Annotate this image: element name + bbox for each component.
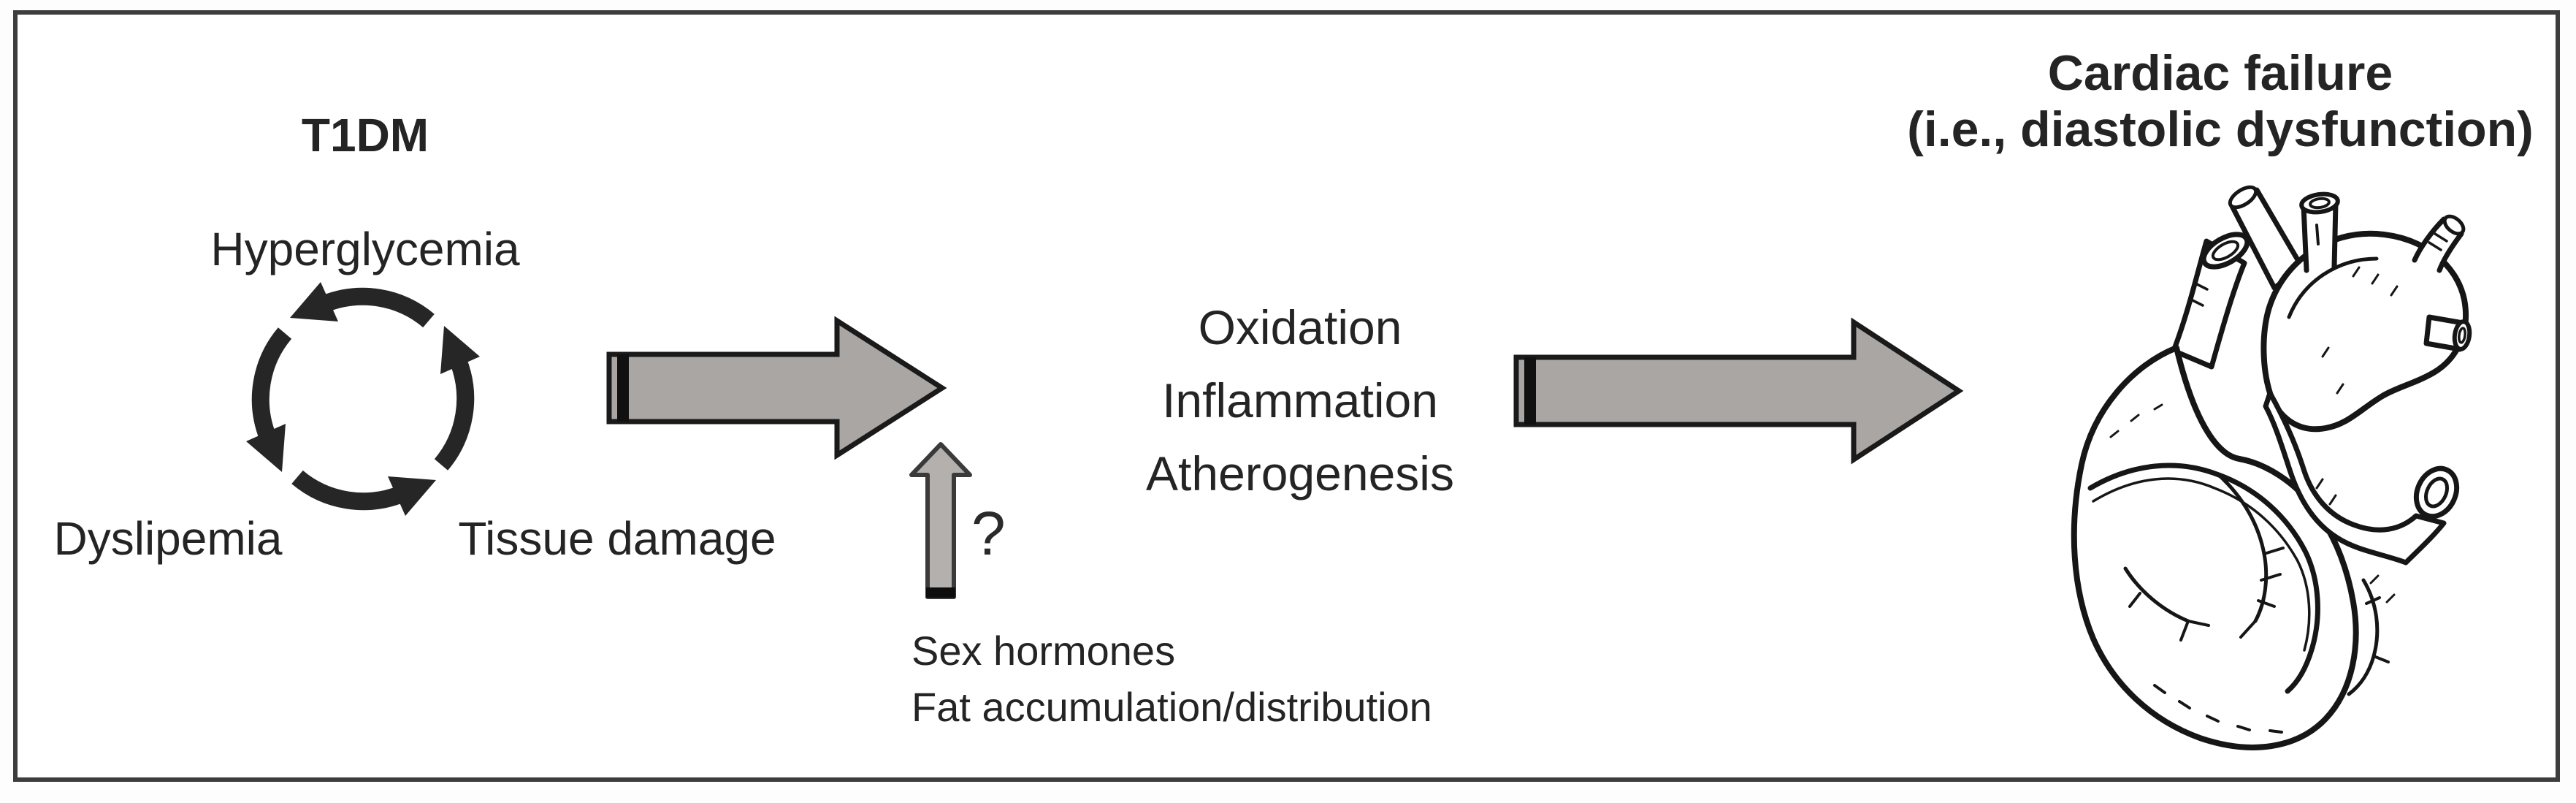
anatomical-heart-illustration bbox=[2071, 185, 2472, 750]
cardiac-failure-line2: (i.e., diastolic dysfunction) bbox=[1907, 102, 2534, 157]
circular-cycle-arrows-icon bbox=[246, 282, 480, 516]
cycle-label-hyperglycemia: Hyperglycemia bbox=[210, 223, 520, 275]
cardiac-failure-line1: Cardiac failure bbox=[2047, 45, 2393, 101]
arrow-tail-bar bbox=[1524, 357, 1536, 425]
effects-line-atherogenesis: Atherogenesis bbox=[1146, 446, 1454, 501]
up-arrow-tail-bar bbox=[926, 587, 955, 598]
flow-arrow-middle-to-right bbox=[1513, 317, 1964, 465]
modulators-text-block: Sex hormones Fat accumulation/distributi… bbox=[911, 623, 1432, 735]
arrow-tail-bar bbox=[617, 354, 629, 422]
flow-arrow-left-to-middle bbox=[606, 316, 947, 460]
effects-line-inflammation: Inflammation bbox=[1162, 373, 1438, 427]
effects-text-block: Oxidation Inflammation Atherogenesis bbox=[1074, 291, 1526, 510]
modulators-up-arrow bbox=[909, 442, 972, 599]
cycle-label-tissue-damage: Tissue damage bbox=[458, 512, 776, 565]
modulator-sex-hormones: Sex hormones bbox=[911, 628, 1176, 674]
effects-line-oxidation: Oxidation bbox=[1198, 300, 1402, 354]
modulator-fat-accumulation: Fat accumulation/distribution bbox=[911, 684, 1432, 730]
cardiac-failure-heading: Cardiac failure (i.e., diastolic dysfunc… bbox=[1899, 45, 2542, 158]
cycle-label-dyslipemia: Dyslipemia bbox=[53, 512, 283, 565]
t1dm-title: T1DM bbox=[301, 109, 429, 161]
question-mark: ? bbox=[971, 499, 1006, 568]
